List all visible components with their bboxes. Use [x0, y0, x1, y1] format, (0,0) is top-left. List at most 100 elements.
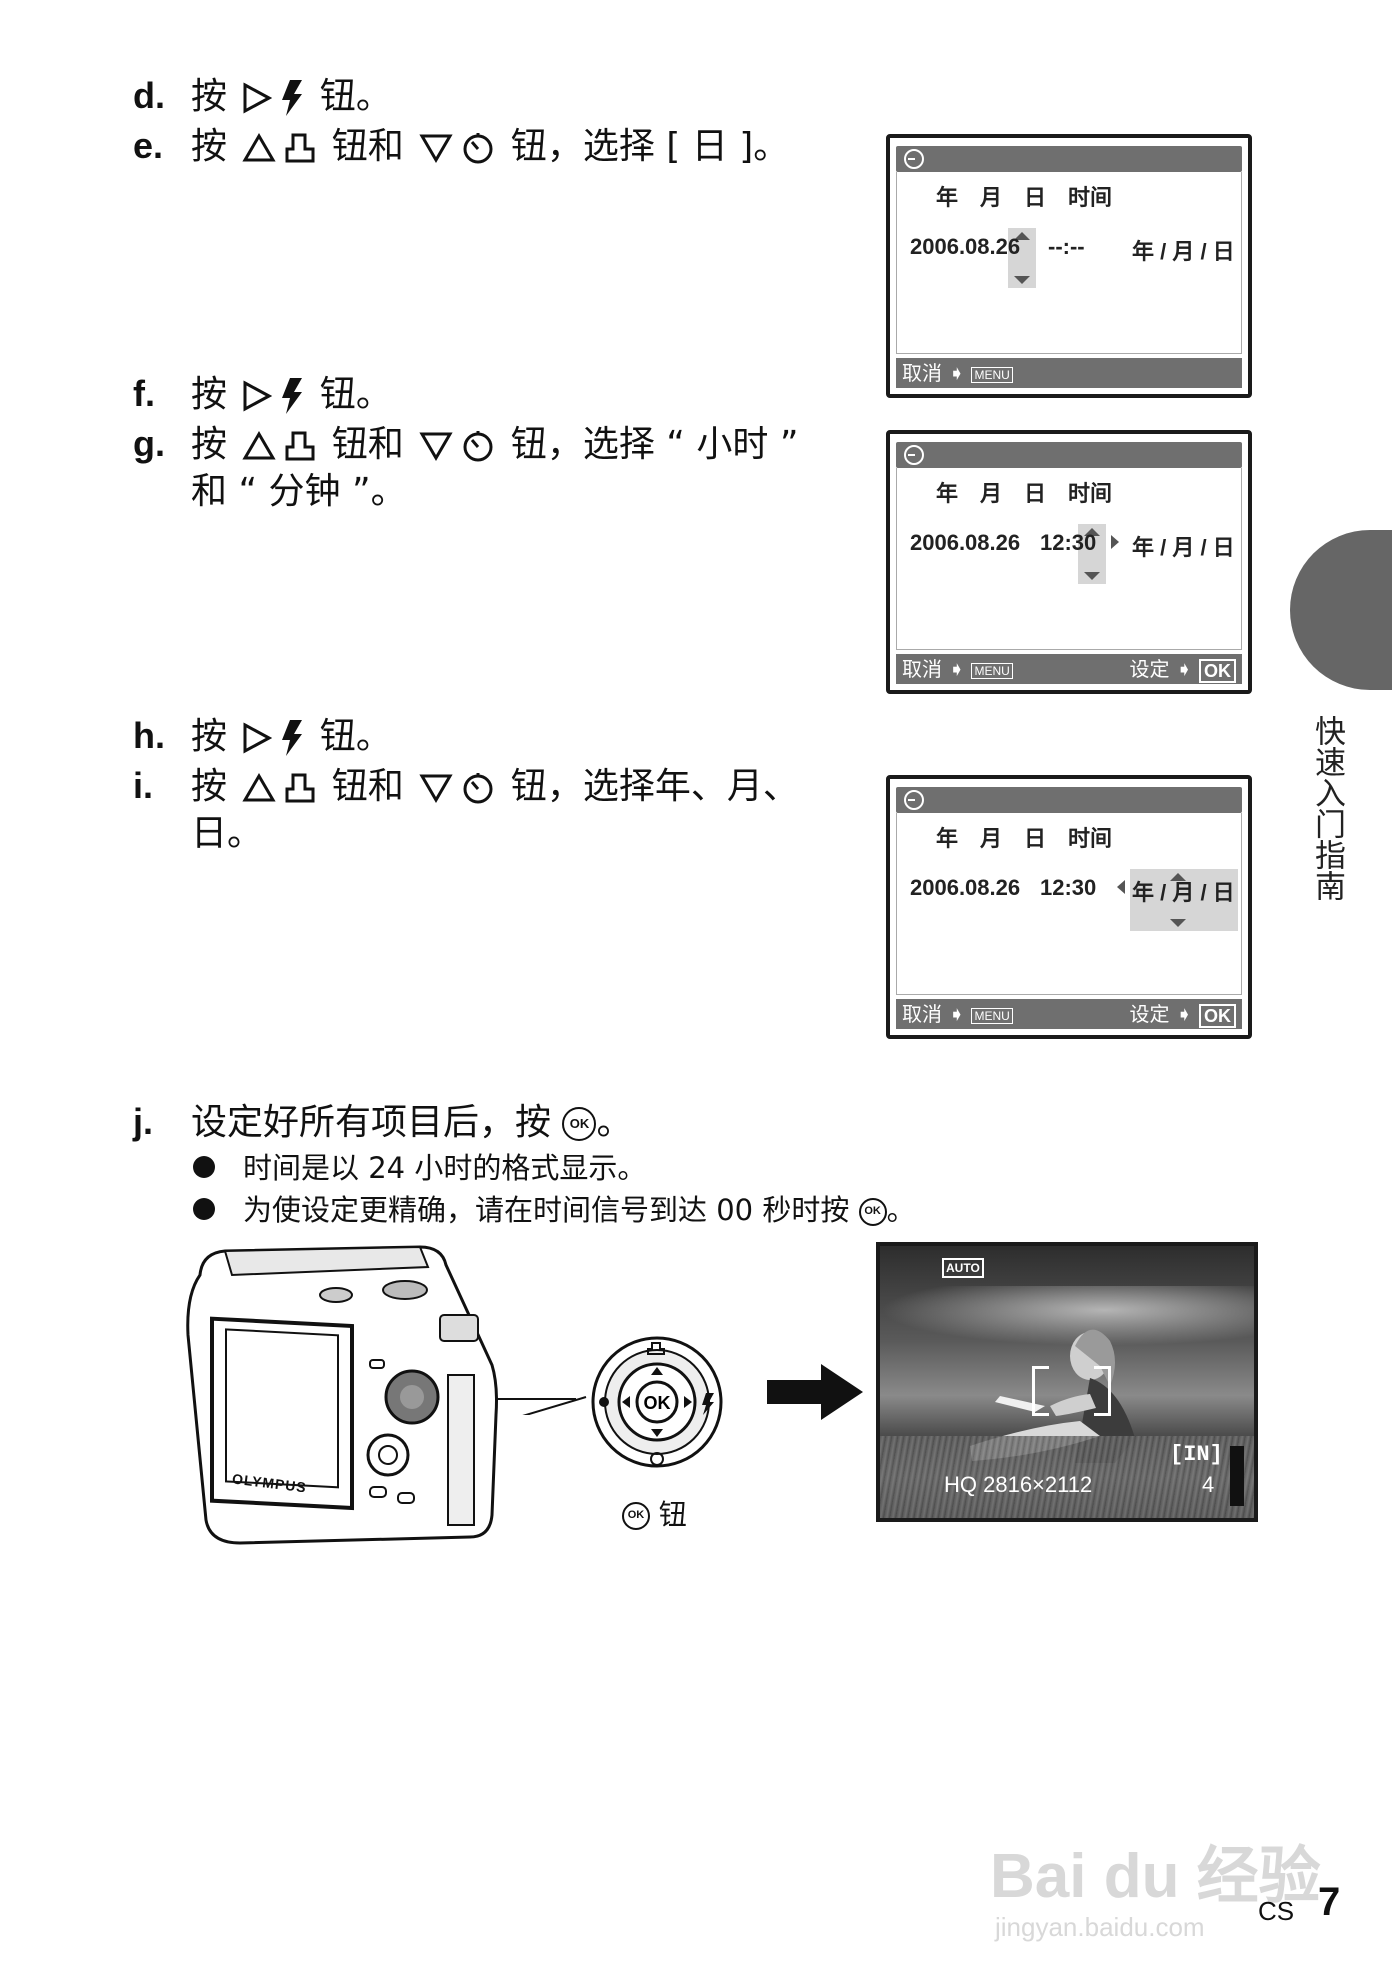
step-i: i.按 钮和 钮，选择年、月、 日。: [133, 762, 799, 854]
page-number: 7: [1318, 1880, 1341, 1924]
step-label: i.: [133, 765, 154, 806]
ok-button-icon: OK: [1199, 658, 1236, 683]
step-text: 按: [191, 766, 228, 807]
date-value: 2006.08.26: [910, 234, 1021, 259]
watermark-url: jingyan.baidu.com: [995, 1912, 1205, 1942]
bullet-dot-icon: [193, 1156, 215, 1178]
up-arrow-icon: [1014, 232, 1030, 240]
shots-remaining: 4: [1202, 1472, 1215, 1497]
chapter-tab: [1290, 530, 1392, 690]
cancel-label: 取消: [902, 657, 942, 681]
step-text: 钮，选择年、月、: [510, 766, 799, 807]
clock-icon: [904, 445, 924, 465]
flash-icon: [282, 378, 303, 414]
chapter-title: 快速入门指南: [1309, 715, 1345, 901]
ok-button-caption: OK 钮: [622, 1493, 687, 1533]
image-quality: HQ 2816×2112: [944, 1472, 1093, 1497]
step-d: d.按 钮。: [133, 72, 392, 121]
self-timer-icon: [463, 431, 493, 462]
bullet-text: 时间是以 24 小时的格式显示。: [243, 1151, 647, 1185]
right-arrow-icon: [1111, 535, 1119, 549]
time-value: 12:30: [1040, 875, 1097, 900]
lcd-screen-time: 年 月 日 时间 2006.08.26 12:30 年 / 月 / 日 取消 ➧…: [886, 430, 1252, 694]
cancel-label: 取消: [902, 1002, 942, 1026]
screen-header: 年 月 日 时间: [936, 482, 1113, 507]
print-icon: [285, 431, 315, 461]
up-arrow-icon: [1084, 528, 1100, 536]
self-timer-icon: [463, 773, 493, 804]
language-code: CS: [1258, 1896, 1295, 1926]
set-label: 设定: [1129, 1002, 1170, 1026]
date-format: 年 / 月 / 日: [1132, 535, 1235, 560]
step-label: j.: [133, 1101, 154, 1142]
step-text: 按: [191, 716, 228, 757]
step-text: 按: [191, 424, 228, 465]
watermark-logo: Bai du 经验: [990, 1842, 1321, 1911]
print-icon: [285, 773, 315, 803]
bullet-item: 为使设定更精确，请在时间信号到达 00 秒时按 OK。: [193, 1190, 916, 1230]
cancel-label: 取消: [902, 361, 942, 385]
step-text: 钮，选择 “ 小时 ”: [510, 424, 799, 465]
step-text: 钮。: [319, 716, 392, 757]
callout-line: [496, 1398, 576, 1400]
step-text: 。: [596, 1102, 633, 1143]
step-label: e.: [133, 125, 164, 166]
step-text: 按: [191, 374, 228, 415]
step-text: 钮和: [331, 424, 404, 465]
down-arrow-icon: [419, 432, 454, 461]
step-h: h. 按 钮。: [133, 712, 392, 761]
bullet-item: 时间是以 24 小时的格式显示。: [193, 1148, 646, 1188]
battery-bar: [1230, 1446, 1244, 1506]
step-e: e.按 钮和 钮，选择 [ 日 ]。: [133, 122, 789, 171]
screen-footer: 取消 ➧ MENU: [896, 358, 1242, 388]
ok-button-icon: OK: [622, 1502, 650, 1530]
clock-icon: [904, 149, 924, 169]
print-icon: [285, 133, 315, 163]
step-text: 钮。: [319, 374, 392, 415]
date-value: 2006.08.26: [910, 530, 1021, 555]
down-arrow-icon: [1084, 572, 1100, 580]
step-label: h.: [133, 715, 165, 756]
step-text: 钮和: [331, 766, 404, 807]
down-arrow-icon: [1170, 919, 1186, 927]
menu-button-icon: MENU: [971, 1007, 1013, 1024]
up-arrow-icon: [1170, 873, 1186, 881]
af-frame-left: [1032, 1366, 1049, 1416]
screen-title-bar: [896, 146, 1242, 172]
memory-indicator: [IN]: [1170, 1442, 1223, 1467]
step-label: f.: [133, 373, 155, 414]
date-format: 年 / 月 / 日: [1132, 239, 1235, 264]
photo-preview: AUTO [IN] HQ 2816×2112 4: [876, 1242, 1258, 1522]
flash-icon: [282, 720, 303, 756]
step-j: j.设定好所有项目后，按 OK。: [133, 1098, 632, 1147]
time-value: 12:30: [1040, 530, 1097, 555]
step-text-continued: 和 “ 分钟 ”。: [191, 471, 407, 512]
step-f: f. 按 钮。: [133, 370, 392, 419]
screen-title-bar: [896, 787, 1242, 813]
right-arrow-icon: [243, 722, 273, 754]
up-arrow-icon: [242, 133, 277, 162]
flash-icon: [282, 80, 303, 116]
time-value: --:--: [1048, 234, 1085, 259]
bullet-text: 。: [886, 1193, 916, 1227]
step-g: g.按 钮和 钮，选择 “ 小时 ” 和 “ 分钟 ”。: [133, 420, 799, 512]
down-arrow-icon: [419, 774, 454, 803]
af-frame-right: [1094, 1366, 1111, 1416]
step-text: 按: [191, 76, 228, 117]
menu-button-icon: MENU: [971, 366, 1013, 383]
step-text: 钮和: [331, 126, 404, 167]
auto-mode-icon: AUTO: [942, 1258, 984, 1278]
svg-text:OK: OK: [644, 1393, 671, 1413]
arrow-right-icon: [767, 1364, 863, 1420]
down-arrow-icon: [419, 134, 454, 163]
up-arrow-icon: [242, 431, 277, 460]
caption-text: 钮: [658, 1498, 687, 1531]
self-timer-icon: [463, 133, 493, 164]
step-text: 按: [191, 126, 228, 167]
screen-footer: 取消 ➧ MENU 设定 ➧ OK: [896, 654, 1242, 684]
step-text: 设定好所有项目后，按: [191, 1102, 552, 1143]
date-format: 年 / 月 / 日: [1132, 880, 1235, 905]
clock-icon: [904, 790, 924, 810]
step-label: d.: [133, 75, 165, 116]
menu-button-icon: MENU: [971, 662, 1013, 679]
